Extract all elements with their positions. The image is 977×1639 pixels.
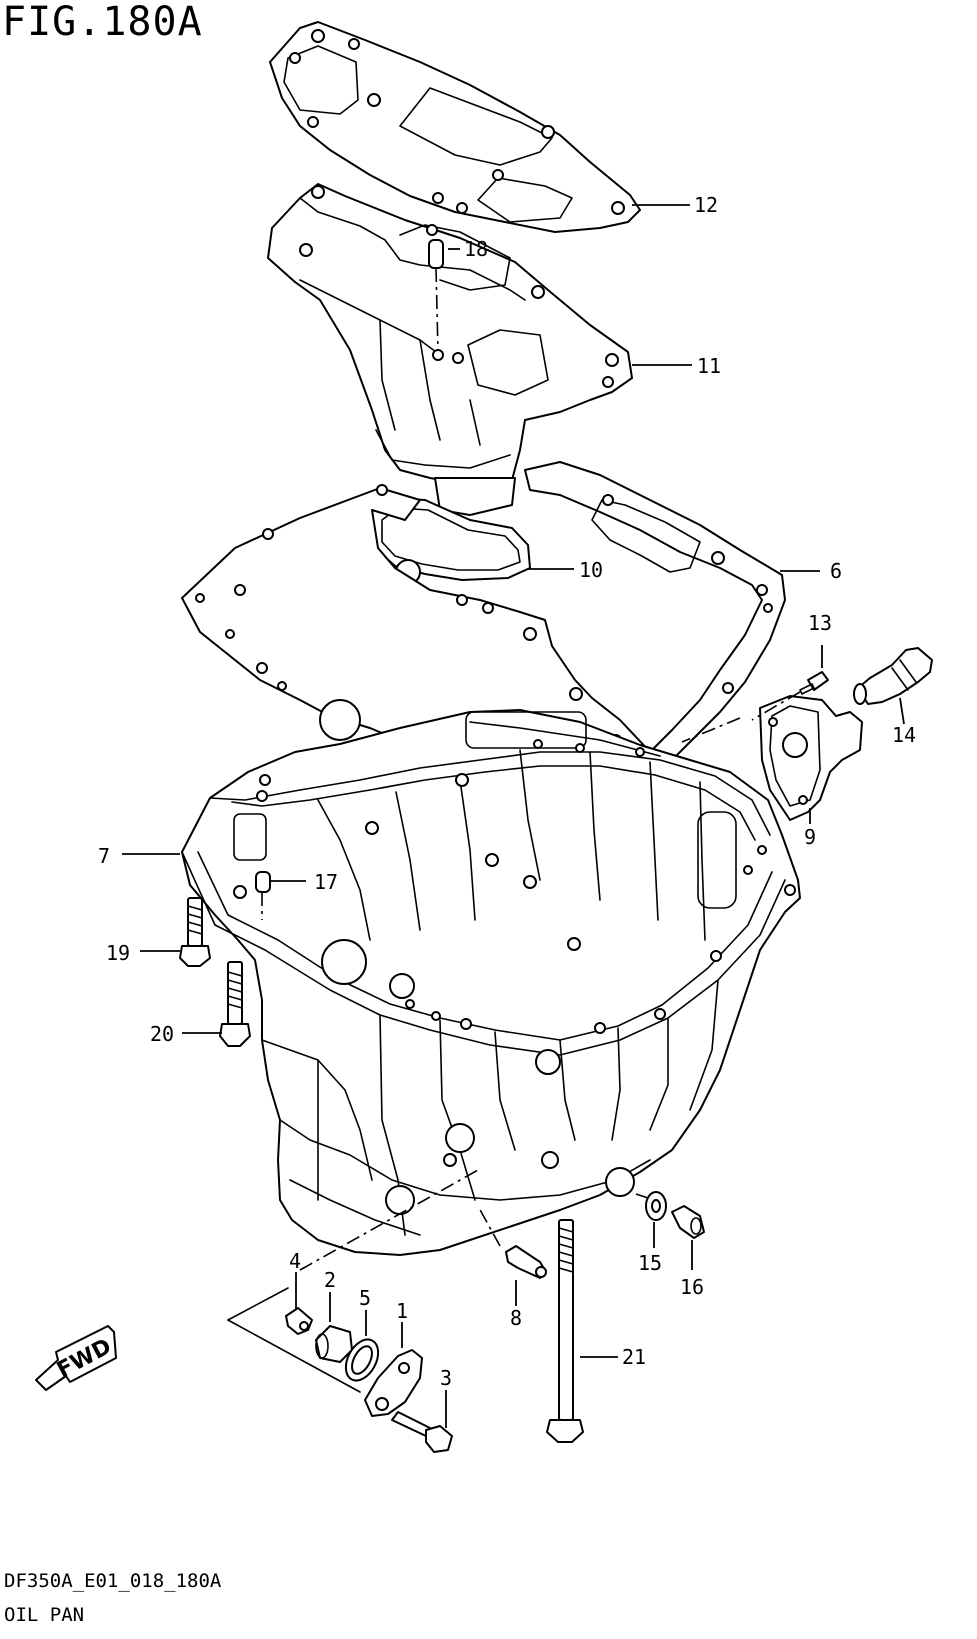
part-7-oil-pan [181,709,801,1256]
part-11-strainer-housing [267,183,633,516]
callout-18: 18 [464,237,488,261]
callout-7: 7 [98,844,110,868]
part-9-cover [759,695,863,821]
callout-10: 10 [579,558,603,582]
callout-1: 1 [396,1299,408,1323]
part-3-bolt [391,1411,453,1453]
callout-15: 15 [638,1251,662,1275]
callout-8: 8 [510,1306,522,1330]
leader-lines [122,204,905,1428]
callout-11: 11 [697,354,721,378]
callout-12: 12 [694,193,718,217]
callout-4: 4 [289,1249,301,1273]
callout-16: 16 [680,1275,704,1299]
callout-labels: 1 2 3 4 5 6 7 8 9 10 11 12 13 14 15 16 1… [98,193,916,1390]
callout-13: 13 [808,611,832,635]
callout-6: 6 [830,559,842,583]
part-4-bolt [285,1307,313,1335]
callout-2: 2 [324,1268,336,1292]
callout-9: 9 [804,825,816,849]
part-19-bolt [179,897,211,967]
figure-title: FIG.180A [2,0,203,45]
part-8-fitting [477,1205,547,1279]
callout-17: 17 [314,870,338,894]
part-20-bolt [219,961,251,1047]
fwd-arrow-icon: FWD [35,1325,117,1391]
part-1-bracket [364,1349,423,1417]
callout-3: 3 [440,1366,452,1390]
part-14-fitting [853,647,933,705]
part-5-o-ring [344,1338,380,1382]
callout-5: 5 [359,1286,371,1310]
part-2-collar [315,1325,353,1363]
callout-20: 20 [150,1022,174,1046]
callout-19: 19 [106,941,130,965]
part-10-seal [371,497,531,585]
figure-code: DF350A_E01_018_180A [4,1570,222,1592]
part-12-gasket [269,21,641,233]
callout-21: 21 [622,1345,646,1369]
part-21-long-bolt [546,1219,584,1443]
part-15-washer [645,1191,667,1221]
part-16-drain-plug [635,1193,705,1239]
callout-14: 14 [892,723,916,747]
part-13-bolt [751,671,829,721]
figure-name: OIL PAN [4,1604,85,1626]
